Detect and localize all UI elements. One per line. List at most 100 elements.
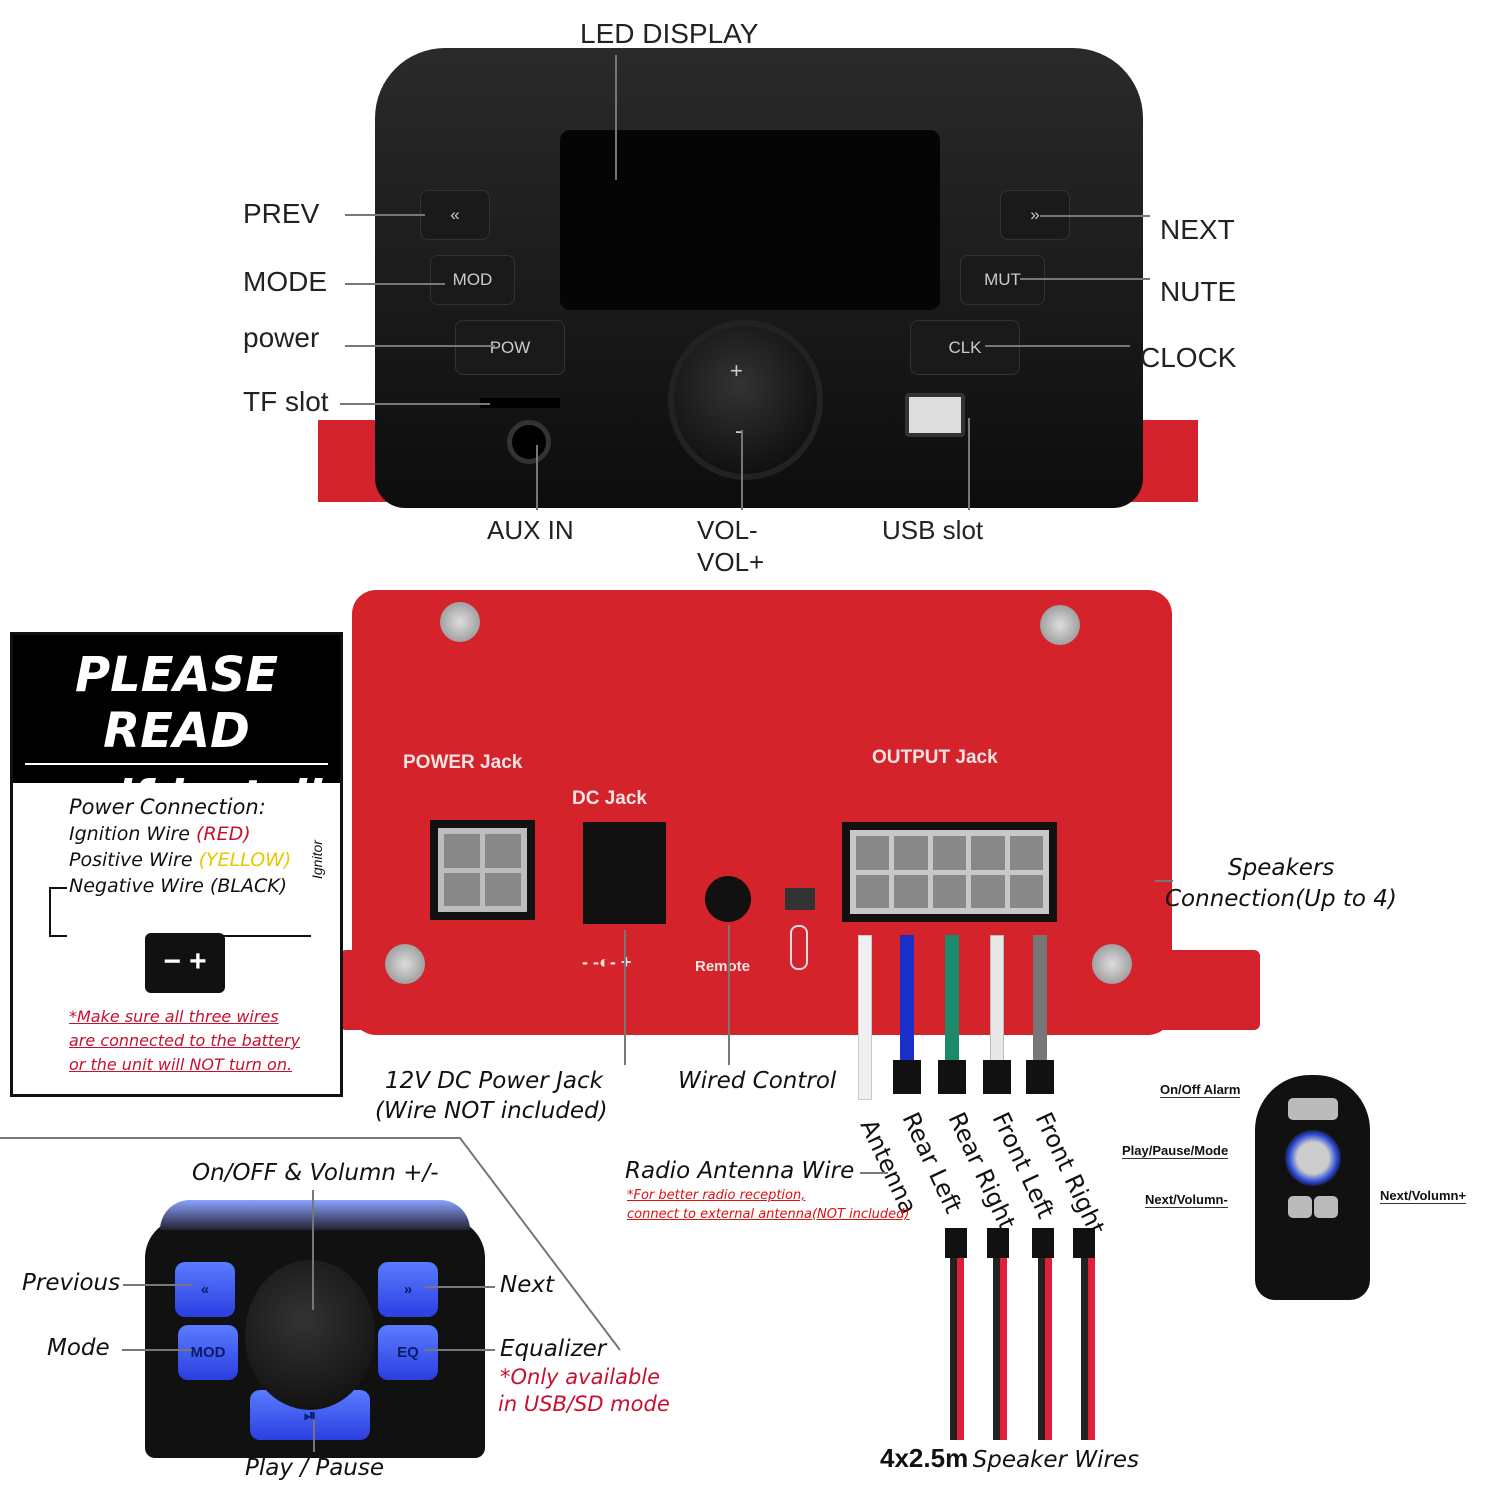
output-jack[interactable] [842,822,1057,922]
wc-eq-button[interactable]: EQ [378,1325,438,1380]
wiring-diagram-lines [211,935,311,937]
connector-icon [983,1060,1011,1094]
fob-prev-button[interactable] [1288,1196,1312,1218]
speakers-annotation-2: Connection(Up to 4) [1165,886,1397,912]
warning-line-2: are connected to the battery [69,1031,301,1050]
fob-alarm-button[interactable] [1288,1098,1338,1120]
please-read-box: PLEASE READ for self-install Power Conne… [10,632,343,1097]
output-jack-label: OUTPUT Jack [872,747,998,768]
label-vol-minus: VOL- [697,515,758,545]
leader-line [985,345,1130,347]
wire-color-yellow: (YELLOW) [198,849,292,871]
wire-color-red: (RED) [196,823,251,845]
ignitor-label: Ignitor [309,840,325,879]
wired-control-annotation: Wired Control [678,1068,837,1094]
power-jack[interactable] [430,820,535,920]
leader-line [860,1172,888,1174]
screw-icon [385,944,425,984]
wc-mode-button[interactable]: MOD [178,1325,238,1380]
wc-label-previous: Previous [22,1270,121,1296]
wire-name: Positive Wire [69,849,193,871]
aux-in-jack[interactable] [507,420,551,464]
leader-line [425,1349,495,1351]
antenna-note-1: *For better radio reception, [627,1188,806,1203]
led-display-label: LED DISPLAY [580,18,759,49]
label-power: power [243,322,320,353]
screw-icon [1040,605,1080,645]
mute-button[interactable]: MUT [960,255,1045,305]
clock-button[interactable]: CLK [910,320,1020,375]
speaker-wire [993,1258,1007,1440]
mode-button[interactable]: MOD [430,255,515,305]
wc-top-label: On/OFF & Volumn +/- [192,1160,439,1186]
speaker-wires-length: 4x2.5m [880,1443,969,1473]
wired-control-top-glow [160,1200,470,1230]
leader-line [345,283,445,285]
dc-polarity-symbol: - -◐- + [582,952,632,972]
wc-next-button[interactable]: » [378,1262,438,1317]
label-mute: NUTE [1160,276,1237,307]
antenna-note-2: connect to external antenna(NOT included… [627,1207,910,1222]
tf-card-slot[interactable] [480,398,560,408]
front-left-wire [990,935,1004,1065]
leader-line [123,1284,193,1286]
leader-line [313,1420,315,1452]
speakers-annotation-1: Speakers [1228,855,1335,881]
fob-play-pause-button[interactable] [1285,1130,1341,1186]
label-usb-slot: USB slot [882,515,984,545]
led-display [560,130,940,310]
wc-label-play-pause: Play / Pause [245,1455,385,1481]
label-aux-in: AUX IN [487,515,574,545]
fob-next-button[interactable] [1314,1196,1338,1218]
please-read-header: PLEASE READ for self-install [13,635,340,822]
dc-power-annotation-2: (Wire NOT included) [375,1098,608,1124]
dc-power-jack[interactable] [583,822,666,924]
wc-label-equalizer: Equalizer [500,1336,607,1362]
power-jack-pins [438,828,527,912]
speaker-wire [1081,1258,1095,1440]
connector-icon [893,1060,921,1094]
speaker-wires-label: 4x2.5m Speaker Wires [880,1443,1139,1474]
wired-control-port[interactable] [705,876,751,922]
dc-jack-label: DC Jack [572,788,647,809]
wire-color-black: (BLACK) [209,875,288,897]
rear-left-wire [900,935,914,1065]
wiring-diagram-lines [49,887,67,937]
leader-line [122,1349,192,1351]
wc-label-mode: Mode [47,1335,110,1361]
wc-prev-button[interactable]: « [175,1262,235,1317]
fob-label-alarm: On/Off Alarm [1160,1082,1241,1098]
please-read-for: for [30,791,57,816]
wc-eq-note-1: *Only available [500,1365,661,1389]
label-clock: CLOCK [1140,342,1237,373]
power-button[interactable]: POW [455,320,565,375]
screw-icon [440,602,480,642]
leader-line [1155,880,1173,882]
usb-port[interactable] [905,393,965,437]
label-prev: PREV [243,198,320,229]
volume-knob[interactable] [668,320,823,480]
label-vol-plus: VOL+ [697,547,765,577]
label-next: NEXT [1160,214,1235,245]
section-divider [0,1137,621,1351]
antenna-wire [858,935,872,1100]
speaker-wire [1038,1258,1052,1440]
antenna-switch[interactable] [785,888,815,910]
leader-line [345,345,495,347]
leader-line [1020,278,1150,280]
negative-wire-label: Negative Wire (BLACK) [69,875,287,897]
connector-icon [938,1060,966,1094]
power-connection-title: Power Connection: [69,795,266,819]
wc-label-next: Next [500,1272,554,1298]
warning-line-1: *Make sure all three wires [69,1007,279,1026]
power-jack-label: POWER Jack [403,752,523,773]
remote-label: Remote [695,958,751,975]
leader-line [425,1286,495,1288]
prev-button[interactable]: « [420,190,490,240]
wc-volume-knob[interactable] [245,1260,375,1410]
label-mode: MODE [243,266,327,297]
leader-line [340,403,490,405]
connector-icon [1026,1060,1054,1094]
wire-name: Negative Wire [69,875,204,897]
leader-line [1040,215,1150,217]
